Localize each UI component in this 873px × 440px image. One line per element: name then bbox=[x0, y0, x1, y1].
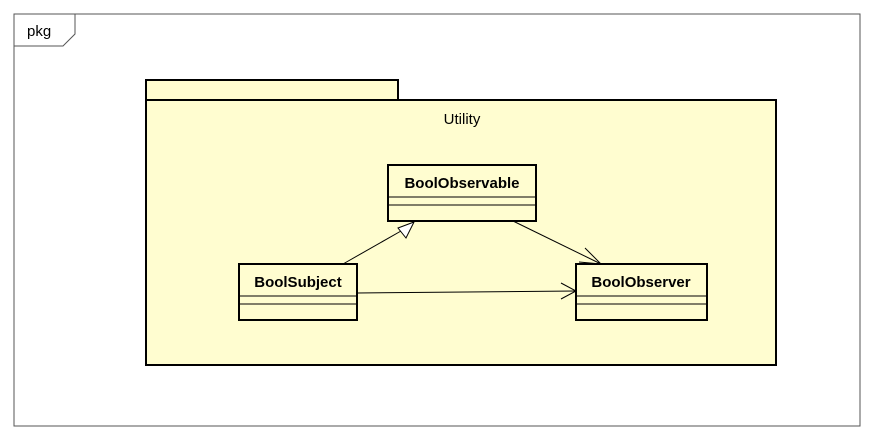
class-name: BoolSubject bbox=[254, 274, 342, 291]
package-name: Utility bbox=[444, 111, 481, 128]
class-bool-observer[interactable]: BoolObserver bbox=[575, 263, 708, 321]
association-line-observable-observer bbox=[512, 220, 602, 265]
class-name: BoolObservable bbox=[404, 175, 519, 192]
class-box bbox=[387, 164, 537, 222]
package-body bbox=[145, 99, 777, 366]
class-bool-observable[interactable]: BoolObservable bbox=[387, 164, 537, 222]
package-tab bbox=[145, 79, 399, 101]
class-box bbox=[238, 263, 358, 321]
class-name: BoolObserver bbox=[591, 274, 690, 291]
generalization-arrowhead bbox=[397, 221, 416, 239]
generalization-line bbox=[342, 230, 402, 265]
frame-label: pkg bbox=[27, 23, 51, 40]
class-box bbox=[575, 263, 708, 321]
association-line-subject-observer bbox=[356, 290, 577, 294]
class-bool-subject[interactable]: BoolSubject bbox=[238, 263, 358, 321]
package-utility[interactable]: Utility bbox=[145, 79, 777, 366]
